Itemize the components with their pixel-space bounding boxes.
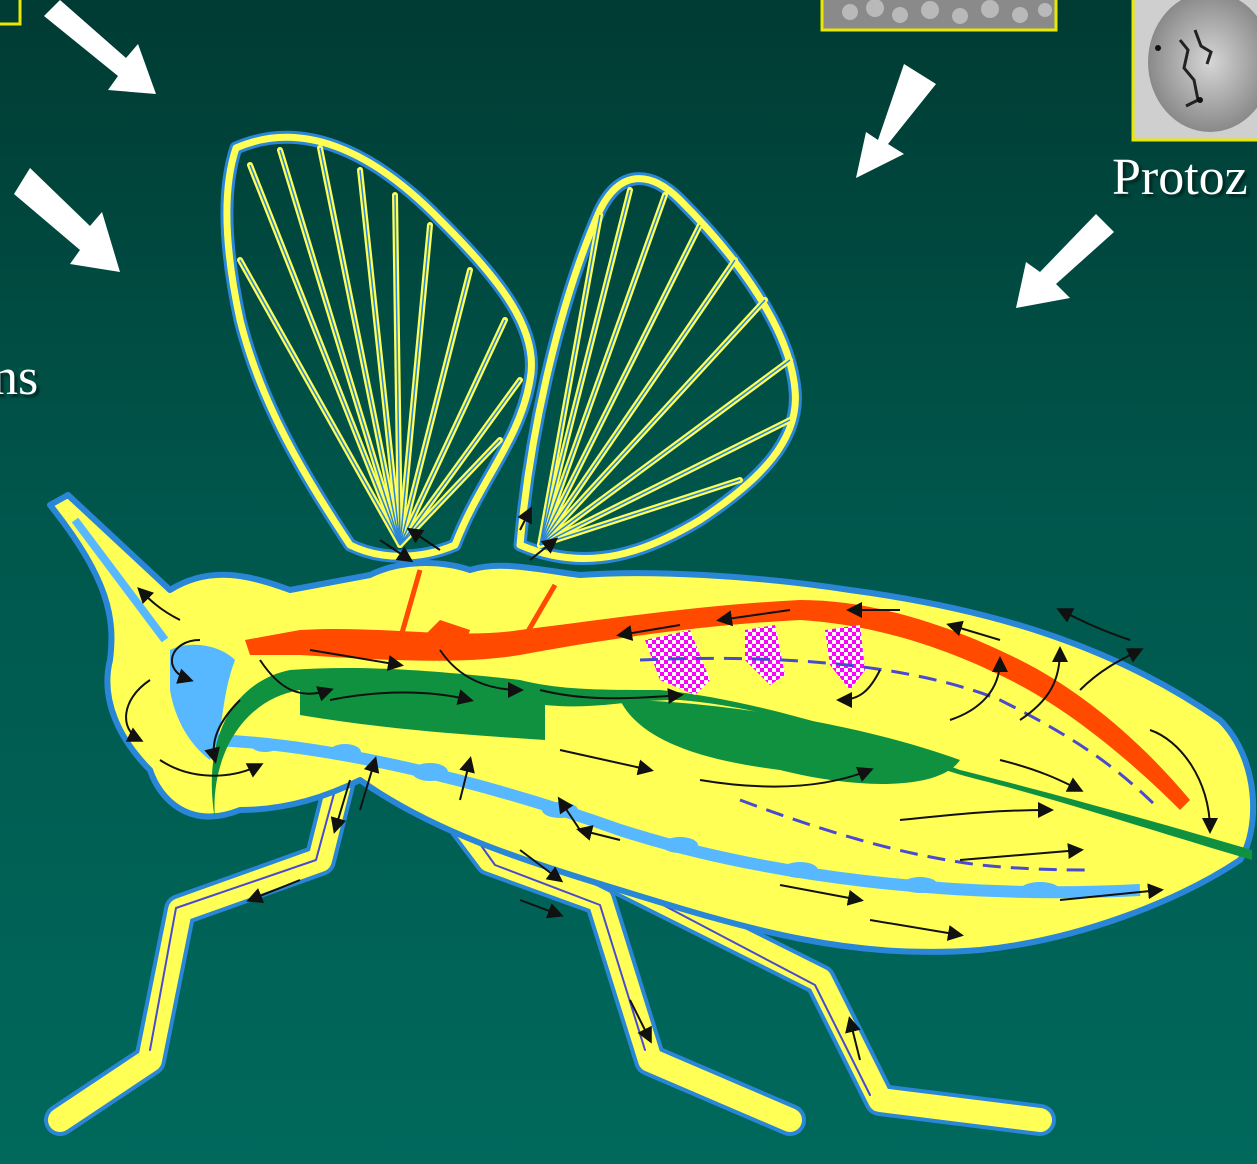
- wing: [520, 179, 795, 559]
- wing: [227, 137, 532, 556]
- arrow-icon: [44, 0, 156, 94]
- arrow-icon: [14, 168, 120, 272]
- micrograph-image: [0, 0, 20, 24]
- arrow-icon: [856, 64, 936, 178]
- arrow-icon: [1016, 214, 1114, 308]
- micrograph-image: [1133, 0, 1257, 140]
- micrograph-image: [822, 0, 1056, 30]
